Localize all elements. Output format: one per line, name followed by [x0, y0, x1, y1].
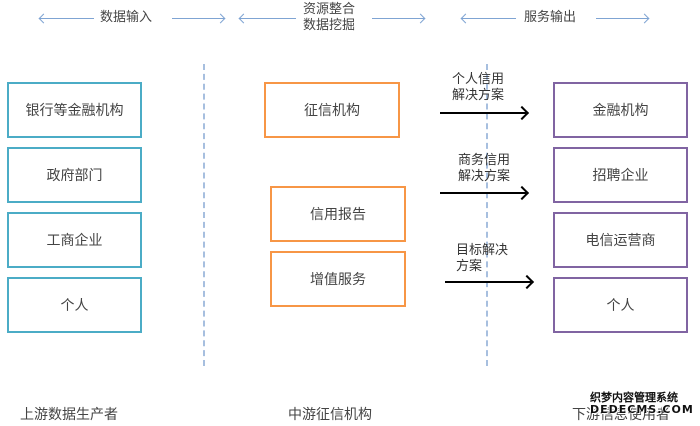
- arrow-label-1-line2: 解决方案: [452, 88, 505, 103]
- arrow-label-personal-credit: 个人信用 解决方案: [452, 72, 504, 104]
- upstream-box-individuals: 个人: [7, 277, 142, 333]
- footer-upstream: 上游数据生产者: [20, 407, 118, 423]
- downstream-box-individuals: 个人: [553, 277, 688, 333]
- arrow-label-business-credit: 商务信用 解决方案: [458, 153, 510, 185]
- header-resource-integration: 资源整合 数据挖掘: [303, 2, 355, 34]
- arrow-label-target-solution: 目标解决 方案: [456, 243, 508, 275]
- arrow-business-credit-solution: [440, 192, 526, 194]
- downstream-box-telecom-operators: 电信运营商: [553, 212, 688, 268]
- downstream-box-financial-institutions: 金融机构: [553, 82, 688, 138]
- header-mid-line2: 数据挖掘: [303, 18, 356, 33]
- downstream-box-recruiting-companies: 招聘企业: [553, 147, 688, 203]
- arrow-target-solution: [445, 281, 531, 283]
- header-arrow-right-a: [460, 13, 516, 24]
- separator-midstream-downstream: [486, 64, 488, 366]
- header-arrow-right-b: [596, 13, 650, 24]
- header-arrow-left-a: [38, 13, 94, 24]
- midstream-box-value-added-services: 增值服务: [270, 251, 406, 307]
- separator-upstream-midstream: [203, 64, 205, 366]
- footer-downstream: 下游信息使用者: [572, 407, 670, 423]
- upstream-box-businesses: 工商企业: [7, 212, 142, 268]
- midstream-box-credit-report: 信用报告: [270, 186, 406, 242]
- header-mid-line1: 资源整合: [303, 2, 356, 17]
- header-data-input: 数据输入: [100, 10, 153, 25]
- upstream-box-financial-institutions: 银行等金融机构: [7, 82, 142, 138]
- arrow-label-1-line1: 个人信用: [452, 72, 505, 87]
- footer-midstream: 中游征信机构: [288, 407, 372, 423]
- arrow-personal-credit-solution: [440, 112, 526, 114]
- watermark: 织梦内容管理系统 DEDECMS.COM: [590, 392, 694, 416]
- watermark-line2: DEDECMS.COM: [590, 403, 694, 416]
- header-service-output: 服务输出: [524, 10, 577, 25]
- midstream-box-credit-agency: 征信机构: [264, 82, 400, 138]
- watermark-line1: 织梦内容管理系统: [590, 391, 678, 404]
- header-arrow-left-b: [172, 13, 226, 24]
- arrow-label-3-line1: 目标解决: [456, 243, 509, 258]
- arrow-label-3-line2: 方案: [456, 259, 483, 274]
- arrow-label-2-line1: 商务信用: [458, 153, 511, 168]
- header-arrow-mid-b: [372, 13, 426, 24]
- header-arrow-mid-a: [238, 13, 296, 24]
- upstream-box-government: 政府部门: [7, 147, 142, 203]
- arrow-label-2-line2: 解决方案: [458, 169, 511, 184]
